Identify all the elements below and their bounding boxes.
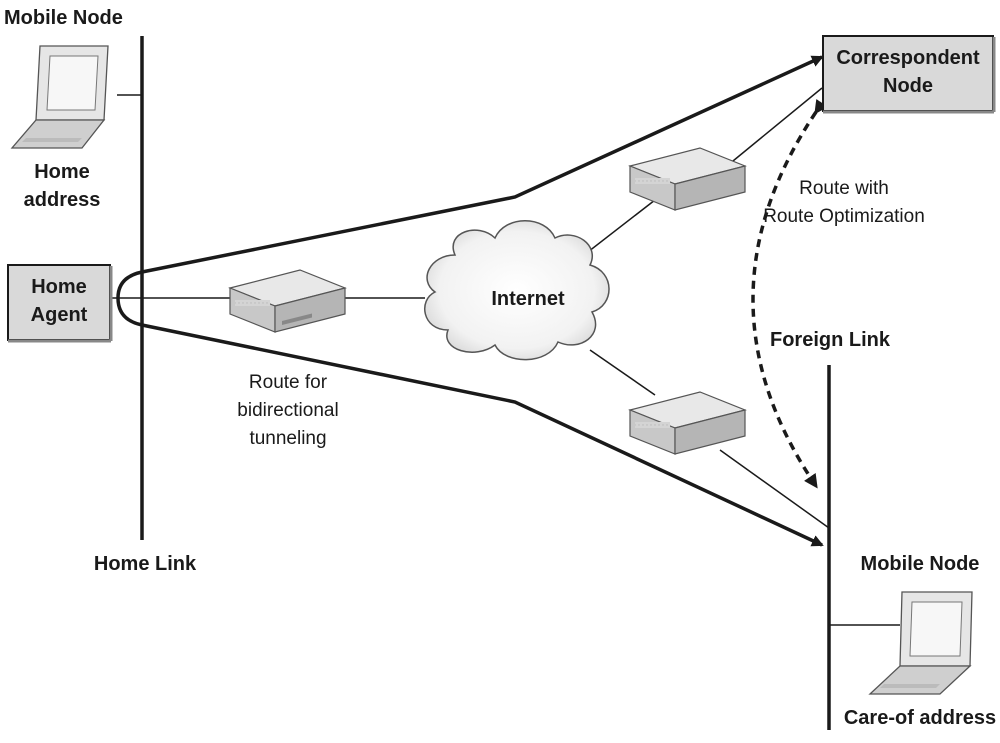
route-opt-label-2: Route Optimization bbox=[763, 206, 925, 227]
home-agent-box: Home Agent bbox=[7, 264, 113, 343]
router-icon bbox=[228, 269, 347, 333]
route-tunnel-label-1: Route for bbox=[249, 372, 328, 393]
route-opt-label-1: Route with bbox=[799, 178, 889, 199]
mobile-node-foreign-label: Mobile Node bbox=[861, 553, 980, 575]
laptop-icon bbox=[868, 591, 973, 695]
correspondent-label-1: Correspondent bbox=[836, 47, 980, 69]
cloud-icon: Internet bbox=[424, 220, 610, 361]
home-link-label: Home Link bbox=[94, 553, 197, 575]
correspondent-label-2: Node bbox=[883, 75, 933, 97]
home-address-label-1: Home bbox=[34, 161, 90, 183]
route-optimization-arrow bbox=[751, 98, 828, 489]
tunnel-route-loop bbox=[116, 270, 143, 327]
router-icon bbox=[628, 391, 747, 455]
cloud-lower-router-link bbox=[589, 349, 656, 396]
home-agent-label-2: Agent bbox=[31, 304, 88, 326]
lower-router-foreign-link bbox=[719, 449, 830, 529]
internet-label: Internet bbox=[491, 288, 565, 310]
tunnel-route-lower bbox=[141, 323, 824, 547]
home-address-label-2: address bbox=[24, 189, 101, 211]
home-agent-label-1: Home bbox=[31, 276, 87, 298]
care-of-address-label: Care-of address bbox=[844, 707, 996, 729]
correspondent-node-box: Correspondent Node bbox=[822, 35, 996, 114]
foreign-link-label: Foreign Link bbox=[770, 329, 891, 351]
laptop-icon bbox=[10, 45, 109, 149]
router-icon bbox=[628, 147, 747, 211]
mobile-node-home-label: Mobile Node bbox=[4, 7, 123, 29]
tunnel-route-upper bbox=[141, 55, 824, 274]
route-tunnel-label-3: tunneling bbox=[249, 428, 326, 449]
route-tunnel-label-2: bidirectional bbox=[237, 400, 338, 421]
